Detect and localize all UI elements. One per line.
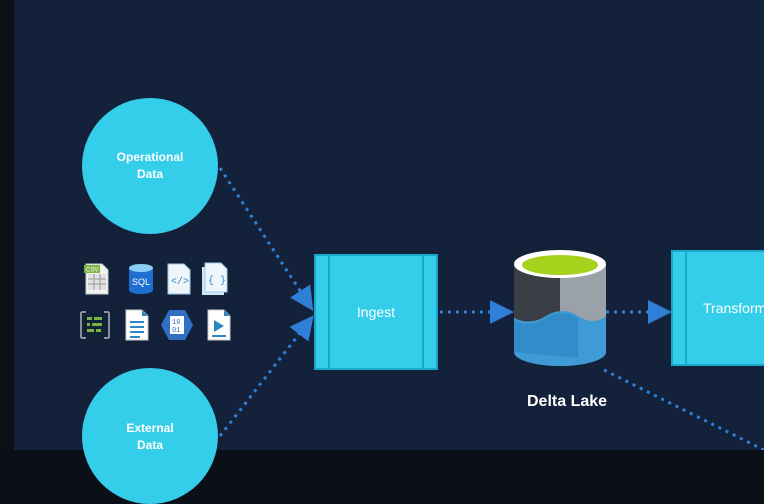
- svg-text:</>: </>: [171, 276, 189, 288]
- svg-text:01: 01: [172, 327, 180, 335]
- media-file-icon: [204, 308, 234, 342]
- delta-lake-cylinder-icon: [514, 250, 606, 366]
- ingest-node: Ingest: [314, 254, 438, 370]
- external-data-label: External Data: [126, 421, 174, 452]
- svg-text:CSV: CSV: [86, 268, 98, 274]
- ingest-label: Ingest: [356, 304, 396, 320]
- operational-data-label: Operational Data: [116, 150, 184, 181]
- svg-text:{ }: { }: [208, 275, 226, 287]
- left-edge-strip: [0, 0, 14, 450]
- transform-label: Transform: [703, 300, 764, 316]
- delta-lake-to-offscreen-arrow: [603, 368, 764, 450]
- transform-node: Transform: [671, 250, 764, 366]
- operational-data-node: Operational Data: [82, 98, 218, 234]
- document-icon: [122, 308, 152, 342]
- ingest-left-bar: [316, 256, 330, 368]
- csv-file-icon: CSV: [82, 262, 112, 296]
- sql-database-icon: SQL: [126, 262, 156, 296]
- log-stream-icon: [78, 308, 112, 342]
- transform-left-bar: [673, 252, 687, 364]
- svg-text:SQL: SQL: [132, 277, 150, 287]
- external-to-ingest-arrow: [218, 315, 314, 437]
- code-file-icon: </>: [164, 262, 194, 296]
- binary-hexagon-icon: 10 01: [160, 308, 194, 342]
- delta-lake-label: Delta Lake: [527, 393, 608, 410]
- ingest-right-bar: [422, 256, 436, 368]
- operational-to-ingest-arrow: [218, 167, 314, 312]
- connectors-layer: [218, 167, 764, 450]
- json-file-icon: { }: [200, 262, 230, 296]
- svg-text:10: 10: [172, 319, 180, 327]
